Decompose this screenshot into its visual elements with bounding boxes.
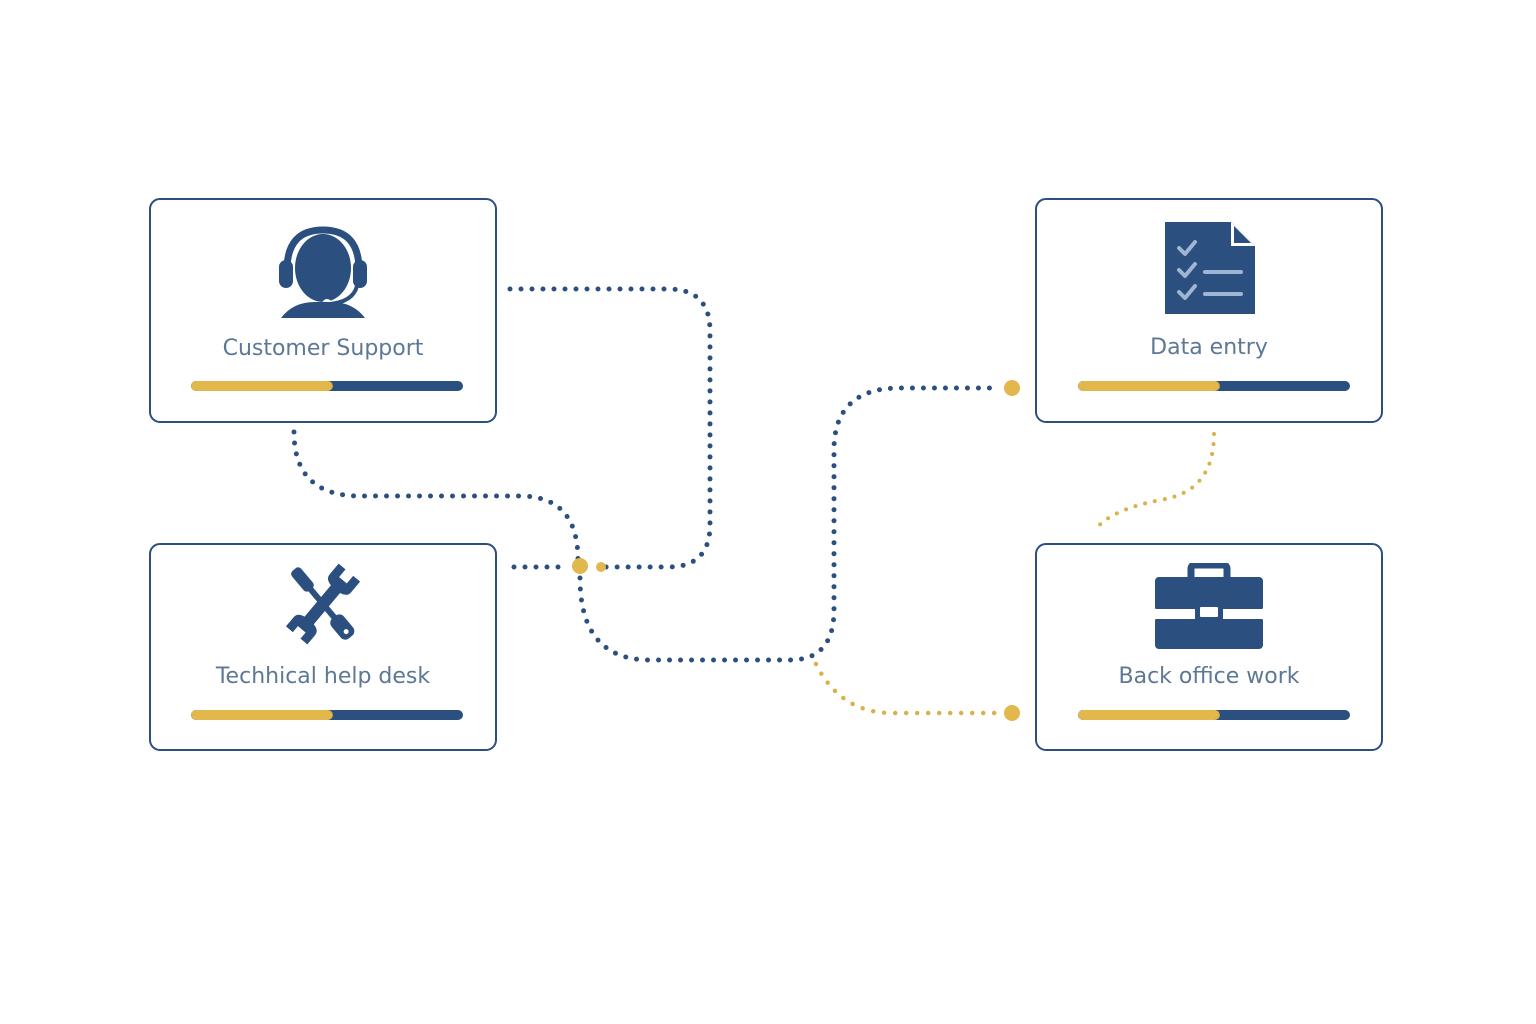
progress-bar — [1078, 710, 1350, 720]
card-label: Customer Support — [222, 336, 424, 361]
card-label: Techhical help desk — [215, 664, 431, 689]
checklist-document-icon — [1159, 218, 1259, 318]
card-customer-support[interactable]: Customer Support — [149, 198, 497, 423]
progress-fill — [191, 710, 333, 720]
progress-fill — [1078, 381, 1220, 391]
junction-dot-small — [596, 562, 606, 572]
connector-customer-to-junction — [507, 286, 713, 570]
connector-customer-bottom-to-junction — [291, 429, 581, 563]
tools-icon — [273, 563, 373, 645]
card-label: Back office work — [1118, 664, 1300, 689]
data-entry-endpoint-dot — [1004, 380, 1020, 396]
card-data-entry[interactable]: Data entry — [1035, 198, 1383, 423]
card-back-office-work[interactable]: Back office work — [1035, 543, 1383, 751]
progress-bar — [1078, 381, 1350, 391]
back-office-endpoint-dot — [1004, 705, 1020, 721]
connector-junction-to-data — [577, 385, 1001, 663]
connector-to-back-office — [813, 661, 1001, 716]
progress-bar — [191, 381, 463, 391]
card-technical-help-desk[interactable]: Techhical help desk — [149, 543, 497, 751]
connector-data-to-back — [1093, 432, 1216, 532]
progress-fill — [191, 381, 333, 391]
headset-icon — [273, 218, 373, 318]
card-label: Data entry — [1150, 335, 1268, 360]
progress-fill — [1078, 710, 1220, 720]
briefcase-icon — [1153, 561, 1265, 651]
junction-dot — [572, 558, 588, 574]
progress-bar — [191, 710, 463, 720]
